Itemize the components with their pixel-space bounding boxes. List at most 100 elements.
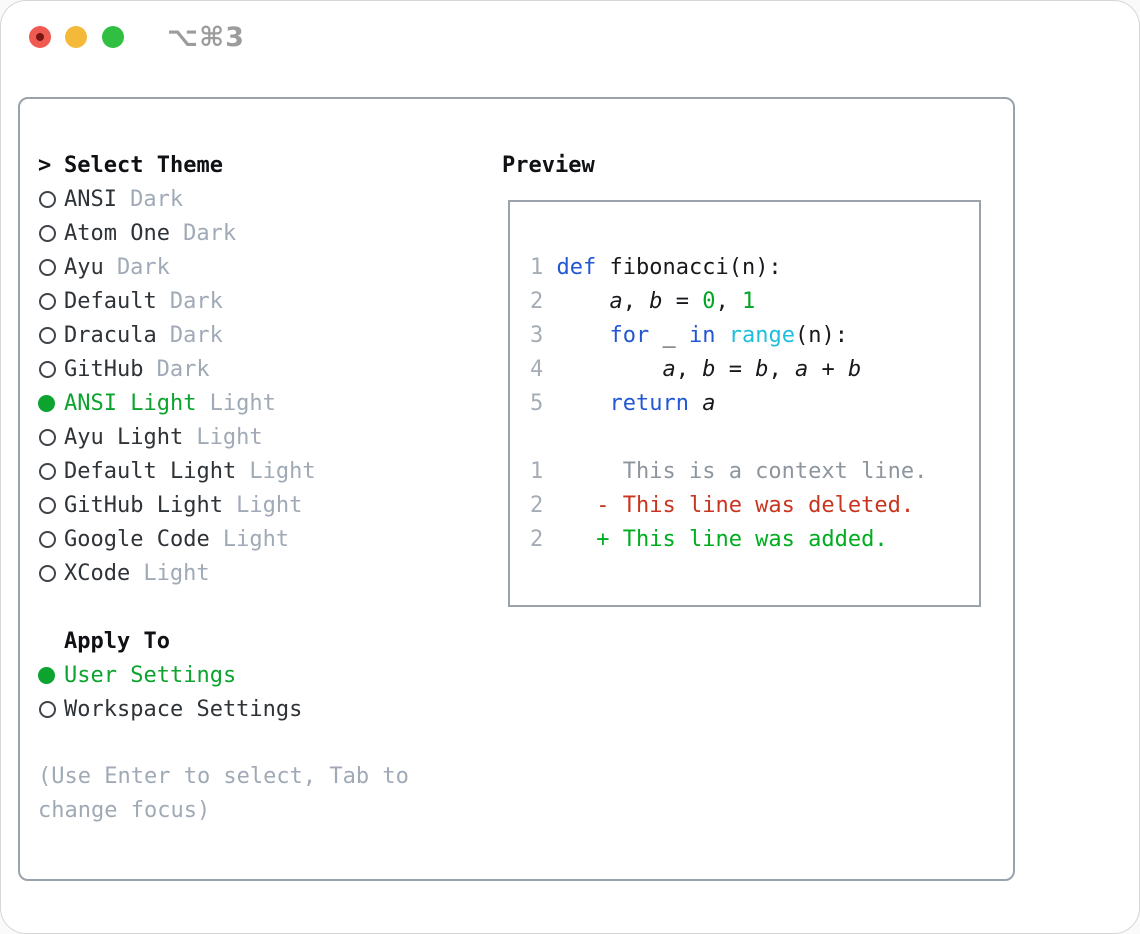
code-token: a xyxy=(702,391,716,416)
code-token: = xyxy=(715,357,756,382)
blank-line xyxy=(530,421,979,455)
radio-glyph xyxy=(39,700,56,718)
theme-option[interactable]: ANSI Light Light xyxy=(38,386,478,420)
code-token: (n): xyxy=(794,323,848,348)
radio-icon xyxy=(38,700,64,718)
theme-name: Default xyxy=(64,288,157,314)
code-token: range xyxy=(728,323,795,348)
radio-glyph xyxy=(39,496,56,514)
code-token: , xyxy=(622,289,650,314)
radio-glyph xyxy=(38,394,55,412)
line-number: 4 xyxy=(530,357,557,382)
code-token: b xyxy=(649,289,663,314)
code-token xyxy=(557,289,610,314)
theme-option[interactable]: Google Code Light xyxy=(38,522,478,556)
apply-to-title: Apply To xyxy=(64,628,170,654)
radio-glyph xyxy=(39,462,56,480)
radio-icon xyxy=(38,496,64,514)
apply-option-label: Workspace Settings xyxy=(64,696,303,722)
minimize-button[interactable] xyxy=(65,26,87,48)
line-number: 3 xyxy=(530,323,557,348)
code-line: 1 def fibonacci(n): xyxy=(530,251,979,285)
window-shortcut-label: ⌥⌘3 xyxy=(167,22,245,53)
theme-name: Default Light xyxy=(64,458,237,484)
code-token: _ xyxy=(649,323,689,348)
diff-marker: - xyxy=(596,493,623,518)
theme-tag: Light xyxy=(209,390,276,416)
close-dot-icon xyxy=(36,33,44,41)
theme-tag: Light xyxy=(196,424,263,450)
theme-name: Dracula xyxy=(64,322,157,348)
radio-glyph xyxy=(39,258,56,276)
radio-glyph xyxy=(39,190,56,208)
theme-name: Google Code xyxy=(64,526,210,552)
radio-glyph xyxy=(39,326,56,344)
diff-marker: + xyxy=(596,527,623,552)
code-token: a xyxy=(794,357,809,382)
apply-option[interactable]: User Settings xyxy=(38,658,478,692)
cursor-icon: > xyxy=(38,152,52,178)
code-token: 0 xyxy=(702,289,716,314)
select-theme-title: Select Theme xyxy=(64,152,223,178)
zoom-button[interactable] xyxy=(102,26,124,48)
theme-option[interactable]: Dracula Dark xyxy=(38,318,478,352)
theme-tag: Light xyxy=(222,526,290,552)
radio-glyph xyxy=(39,530,56,548)
theme-name: ANSI Light xyxy=(64,390,197,416)
radio-icon xyxy=(38,462,64,480)
apply-option[interactable]: Workspace Settings xyxy=(38,692,478,726)
code-token xyxy=(715,323,728,348)
code-token: , xyxy=(768,357,795,382)
theme-option[interactable]: GitHub Dark xyxy=(38,352,478,386)
radio-glyph xyxy=(39,428,56,446)
theme-name: ANSI xyxy=(64,186,117,212)
radio-icon xyxy=(38,326,64,344)
radio-glyph xyxy=(38,666,55,684)
code-token xyxy=(689,391,702,416)
section-gap xyxy=(38,726,478,760)
diff-marker xyxy=(596,459,623,484)
theme-tag: Light xyxy=(143,560,210,586)
code-token: , xyxy=(715,289,742,314)
diff-text: This line was added. xyxy=(622,527,888,552)
code-token xyxy=(557,323,610,348)
radio-glyph xyxy=(39,360,56,378)
preview-title: Preview xyxy=(502,152,595,178)
code-line: 4 a, b = b, a + b xyxy=(530,353,979,387)
code-token: , xyxy=(675,357,703,382)
code-line: 2 a, b = 0, 1 xyxy=(530,285,979,319)
diff-line: 2 - This line was deleted. xyxy=(530,489,979,523)
code-token: for xyxy=(609,323,650,348)
diff-line: 2 + This line was added. xyxy=(530,523,979,557)
theme-name: Atom One xyxy=(64,220,170,246)
radio-icon xyxy=(38,292,64,310)
line-number: 1 xyxy=(530,255,557,280)
theme-tag: Dark xyxy=(169,322,223,348)
code-token: in xyxy=(688,323,716,348)
radio-icon xyxy=(38,530,64,548)
code-token: = xyxy=(662,289,703,314)
diff-text: This is a context line. xyxy=(622,459,928,484)
theme-tag: Dark xyxy=(156,356,210,382)
radio-icon xyxy=(38,360,64,378)
close-button[interactable] xyxy=(29,26,51,48)
code-line: 3 for _ in range(n): xyxy=(530,319,979,353)
radio-icon xyxy=(38,258,64,276)
theme-name: GitHub xyxy=(64,356,144,382)
code-token: b xyxy=(847,357,862,382)
section-gap xyxy=(38,590,478,624)
